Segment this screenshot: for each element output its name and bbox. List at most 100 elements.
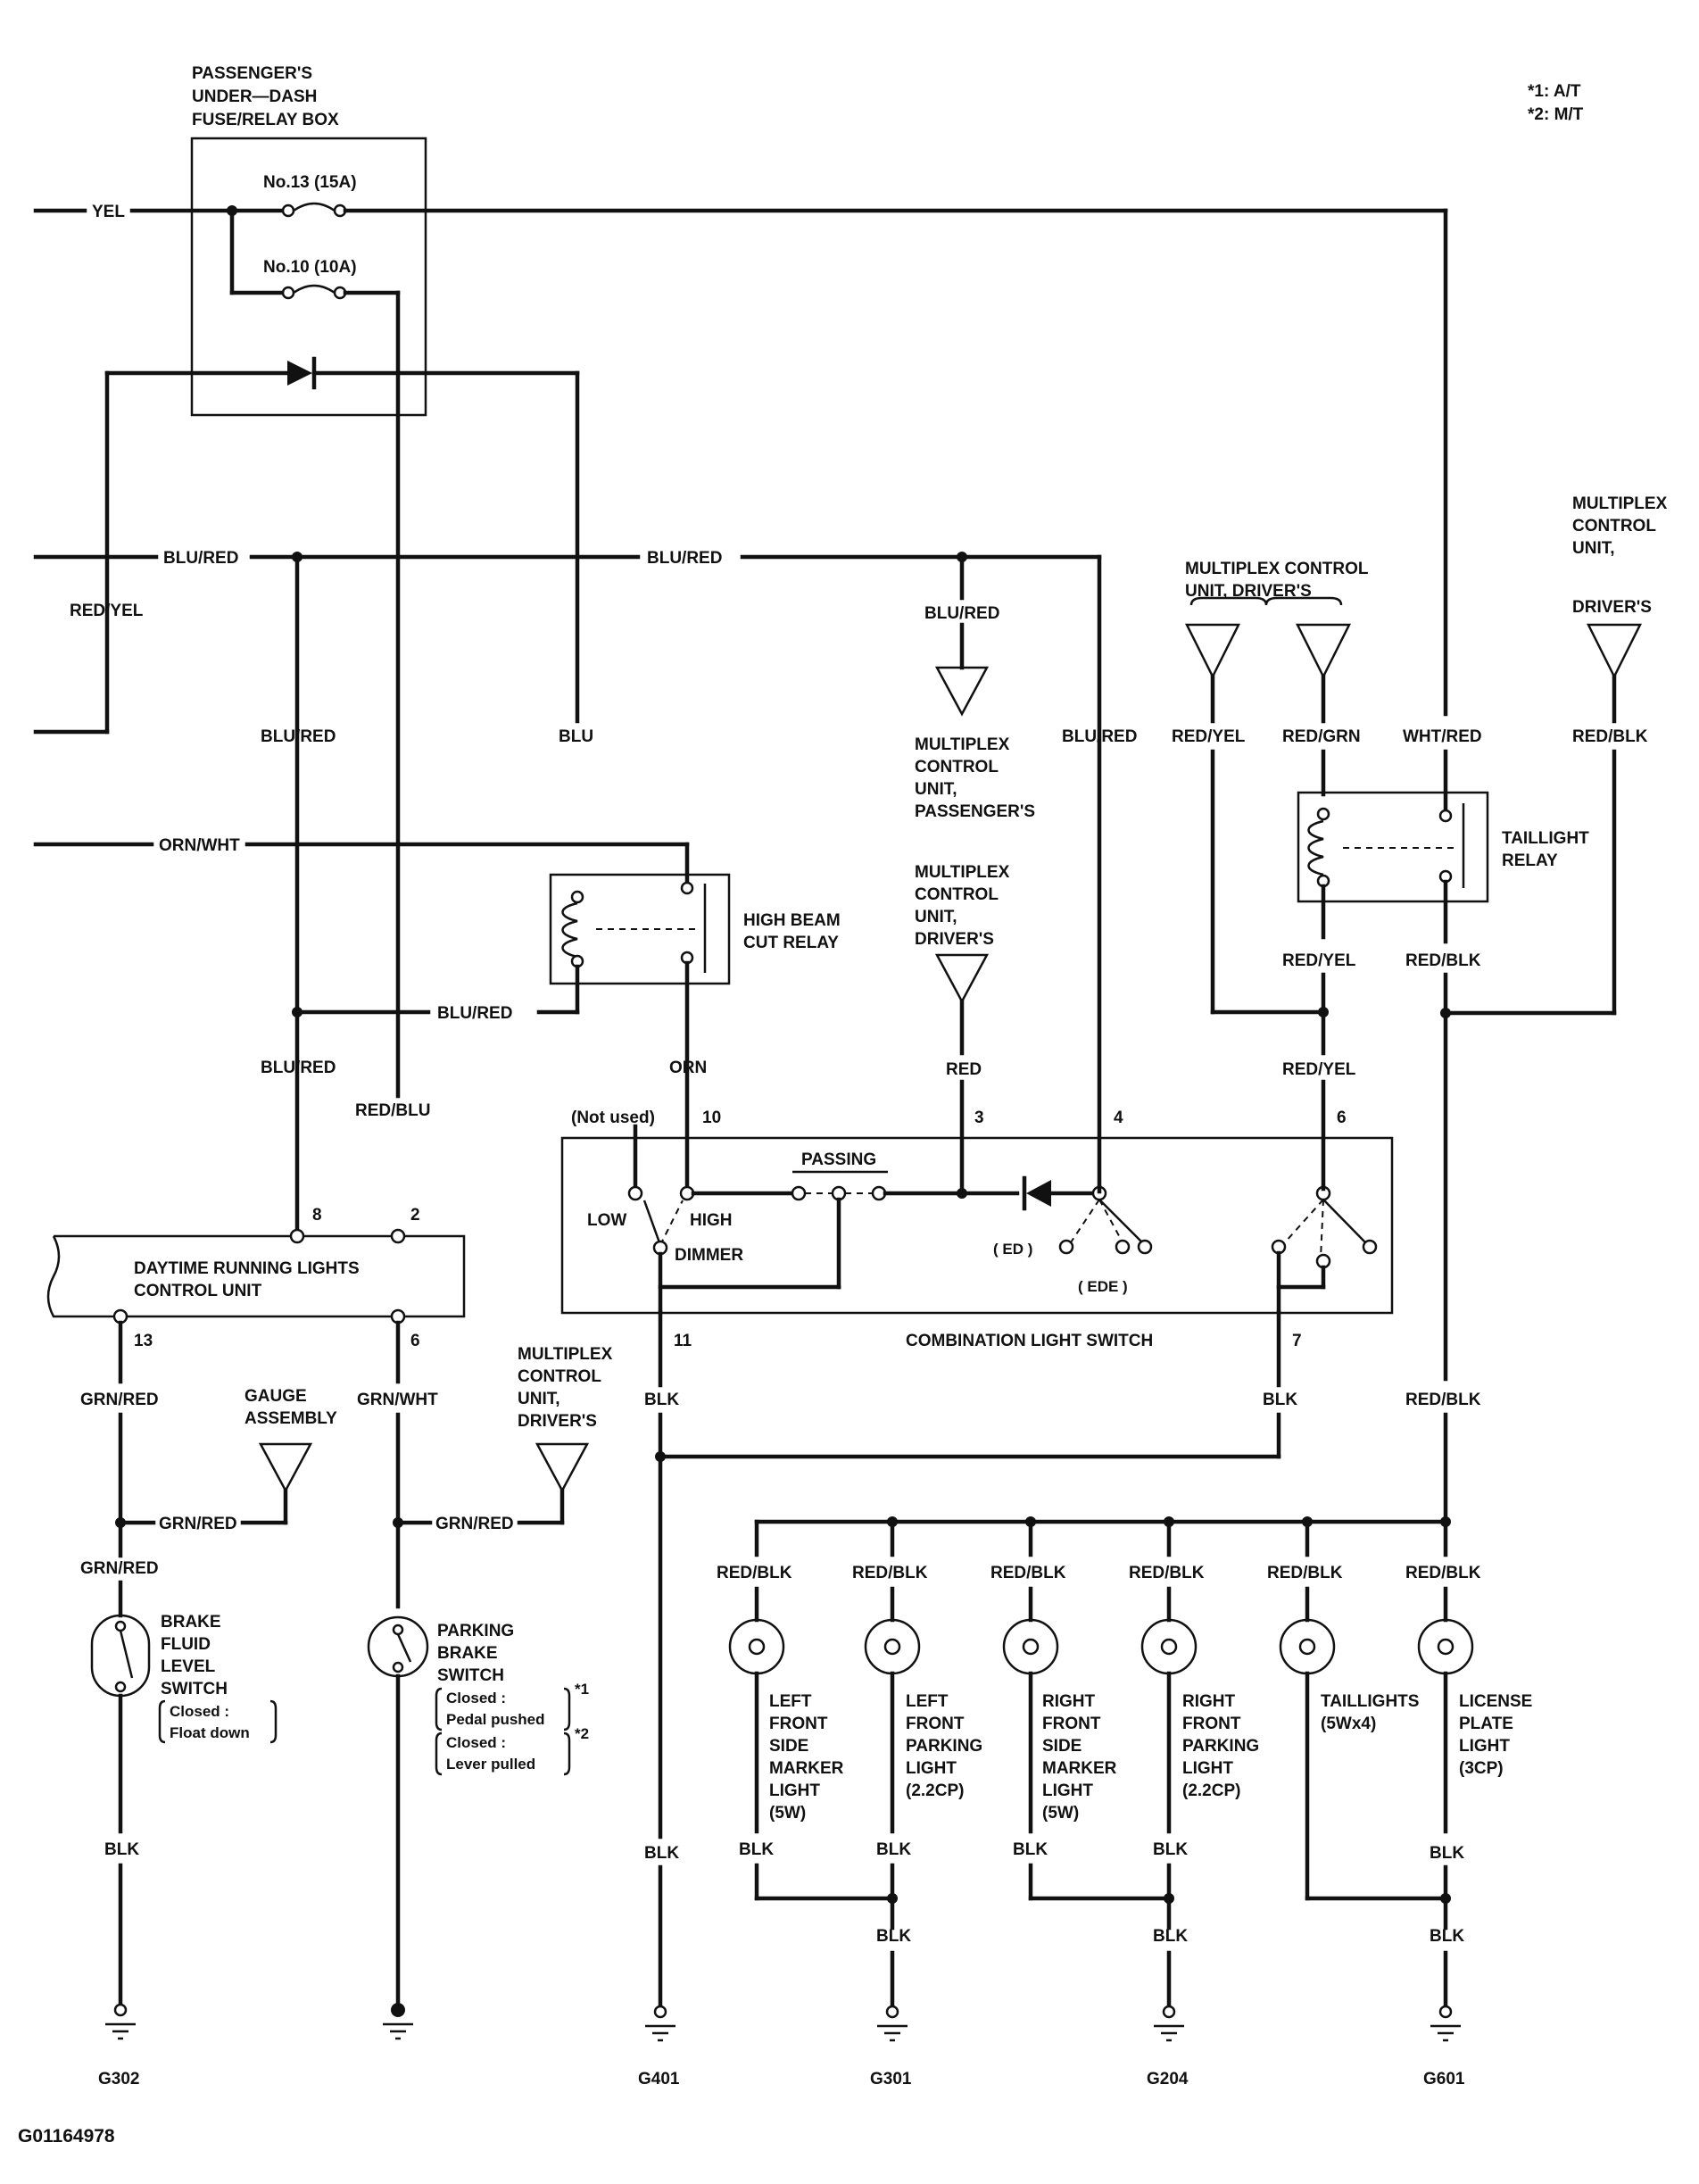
svg-text:RIGHT: RIGHT: [1182, 1692, 1236, 1711]
svg-text:SIDE: SIDE: [769, 1737, 808, 1756]
wire-label-blk-g204: BLK: [1153, 1927, 1188, 1946]
mpx-passenger-connector: [934, 666, 990, 717]
wire-label-blu-red-1: BLU/RED: [163, 549, 238, 568]
switch-pin-4: 4: [1114, 1109, 1123, 1127]
svg-text:BLK: BLK: [1430, 1844, 1464, 1863]
svg-text:PARKING: PARKING: [437, 1622, 514, 1640]
ground-g401: G401: [638, 2005, 680, 2089]
ground-g204: G204: [1147, 2005, 1189, 2089]
svg-text:LIGHT: LIGHT: [906, 1759, 957, 1778]
svg-text:BLK: BLK: [739, 1840, 774, 1859]
svg-text:DRIVER'S: DRIVER'S: [1572, 598, 1652, 617]
lamp-taillights: RED/BLK TAILLIGHTS (5Wx4): [1267, 1519, 1419, 1901]
svg-text:LIGHT: LIGHT: [1182, 1759, 1233, 1778]
svg-text:CONTROL: CONTROL: [915, 758, 999, 776]
ground-g301: G301: [870, 2005, 912, 2089]
wire-label-yel: YEL: [92, 203, 125, 221]
svg-text:FRONT: FRONT: [1042, 1715, 1101, 1733]
svg-text:CONTROL: CONTROL: [915, 885, 999, 904]
svg-text:LICENSE: LICENSE: [1459, 1692, 1532, 1711]
svg-text:RED/BLK: RED/BLK: [1129, 1564, 1205, 1582]
parking-brake-switch: PARKING BRAKE SWITCH Closed : Pedal push…: [367, 1615, 589, 1776]
fuse-10-label: No.10 (10A): [263, 258, 357, 277]
ground-g302: G302: [98, 2003, 139, 2089]
svg-text:PARKING: PARKING: [1182, 1737, 1259, 1756]
svg-text:Float down: Float down: [170, 1724, 250, 1741]
wire-label-blu-red-6: BLU/RED: [261, 1059, 336, 1077]
svg-text:FRONT: FRONT: [769, 1715, 828, 1733]
svg-text:Lever pulled: Lever pulled: [446, 1756, 535, 1773]
svg-text:UNIT,: UNIT,: [915, 908, 957, 926]
wire-label-red-blu: RED/BLU: [355, 1101, 430, 1120]
switch-high: HIGH: [690, 1211, 733, 1230]
svg-text:SIDE: SIDE: [1042, 1737, 1082, 1756]
svg-text:(5Wx4): (5Wx4): [1321, 1715, 1376, 1733]
svg-text:*1: *1: [575, 1681, 589, 1698]
wire-label-blu-red-3: BLU/RED: [1062, 727, 1137, 746]
svg-text:UNDER—DASH: UNDER—DASH: [192, 87, 317, 106]
svg-text:RED/BLK: RED/BLK: [990, 1564, 1066, 1582]
svg-text:MARKER: MARKER: [769, 1759, 844, 1778]
svg-text:UNIT,: UNIT,: [1572, 539, 1615, 558]
lamp-left-front-side-marker: RED/BLK LEFT FRONT SIDE MARKER LIGHT (5W…: [717, 1519, 844, 1901]
svg-text:RED/BLK: RED/BLK: [1267, 1564, 1343, 1582]
svg-text:G601: G601: [1423, 2070, 1465, 2089]
wire-label-blk-g601: BLK: [1430, 1927, 1464, 1946]
mpx-driver-right-label: MULTIPLEX CONTROL UNIT, DRIVER'S: [1572, 494, 1668, 617]
svg-text:G204: G204: [1147, 2070, 1189, 2089]
switch-pin-10: 10: [702, 1109, 721, 1127]
svg-text:MULTIPLEX CONTROL: MULTIPLEX CONTROL: [1185, 560, 1369, 578]
svg-text:(5W): (5W): [1042, 1804, 1079, 1823]
svg-text:*2: *2: [575, 1725, 589, 1742]
svg-text:MULTIPLEX: MULTIPLEX: [915, 863, 1010, 882]
wire-label-blu-red-2: BLU/RED: [647, 549, 722, 568]
svg-text:G302: G302: [98, 2070, 139, 2089]
mpx-driver-bottom-label: MULTIPLEX CONTROL UNIT, DRIVER'S: [518, 1345, 613, 1431]
svg-text:HIGH BEAM: HIGH BEAM: [743, 911, 841, 930]
note-at: *1: A/T: [1528, 82, 1581, 101]
wire-label-blk-g401: BLK: [644, 1844, 679, 1863]
svg-text:BLK: BLK: [1153, 1840, 1188, 1859]
wire-label-grn-wht: GRN/WHT: [357, 1391, 438, 1409]
switch-pin-3: 3: [974, 1109, 984, 1127]
svg-text:Closed :: Closed :: [446, 1690, 506, 1707]
svg-text:PASSENGER'S: PASSENGER'S: [915, 802, 1035, 821]
switch-passing: PASSING: [801, 1150, 876, 1169]
mpx-driver-connector-1: [1184, 623, 1241, 679]
drl-pin-8: 8: [312, 1206, 322, 1225]
svg-text:UNIT,: UNIT,: [915, 780, 957, 799]
svg-text:Pedal pushed: Pedal pushed: [446, 1711, 545, 1728]
wire-label-blk-7: BLK: [1263, 1391, 1297, 1409]
wire-label-blu-red-mpx: BLU/RED: [924, 604, 999, 623]
wire-label-red-blk-mid: RED/BLK: [1405, 1391, 1481, 1409]
switch-pin-11: 11: [674, 1332, 692, 1350]
svg-text:DRIVER'S: DRIVER'S: [915, 930, 994, 949]
svg-text:UNIT, DRIVER'S: UNIT, DRIVER'S: [1185, 582, 1312, 601]
svg-text:MARKER: MARKER: [1042, 1759, 1117, 1778]
high-beam-cut-relay: HIGH BEAM CUT RELAY: [549, 873, 841, 985]
wire-label-red-blk-top: RED/BLK: [1572, 727, 1648, 746]
wire-label-blk-g302: BLK: [104, 1840, 139, 1859]
svg-text:RED/BLK: RED/BLK: [852, 1564, 928, 1582]
fuse-13-label: No.13 (15A): [263, 173, 357, 192]
wire-label-blu-red-5: BLU/RED: [437, 1004, 512, 1023]
svg-text:LIGHT: LIGHT: [1459, 1737, 1510, 1756]
fuse-relay-box: PASSENGER'S UNDER—DASH FUSE/RELAY BOX No…: [190, 64, 427, 417]
svg-text:RED/BLK: RED/BLK: [1405, 1564, 1481, 1582]
lamp-license-plate: RED/BLK LICENSE PLATE LIGHT (3CP) BLK: [1405, 1564, 1532, 1931]
svg-text:BRAKE: BRAKE: [161, 1613, 221, 1632]
wire-label-red-yel-3: RED/YEL: [1282, 1060, 1356, 1079]
svg-text:(2.2CP): (2.2CP): [1182, 1781, 1240, 1800]
svg-text:FRONT: FRONT: [1182, 1715, 1241, 1733]
wire-label-red-yel-2: RED/YEL: [1282, 951, 1356, 970]
svg-text:LIGHT: LIGHT: [769, 1781, 820, 1800]
switch-pin-7: 7: [1292, 1332, 1302, 1350]
switch-title: COMBINATION LIGHT SWITCH: [906, 1332, 1153, 1350]
mpx-driver-mid-connector: [934, 953, 990, 1004]
svg-text:SWITCH: SWITCH: [437, 1666, 504, 1685]
svg-text:Closed :: Closed :: [446, 1734, 506, 1751]
wire-label-blu-red-4: BLU/RED: [261, 727, 336, 746]
svg-text:CONTROL UNIT: CONTROL UNIT: [134, 1282, 262, 1300]
svg-text:(3CP): (3CP): [1459, 1759, 1504, 1778]
